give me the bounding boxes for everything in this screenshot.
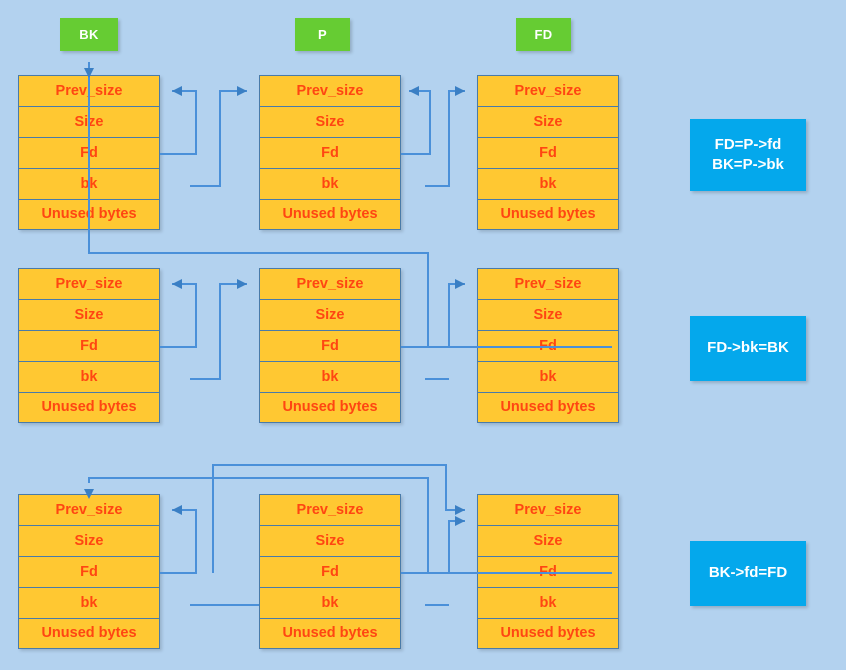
chunk-field-fd: Fd [259,137,401,168]
chunk-field-size: Size [477,106,619,137]
chunk-field-bk: bk [477,168,619,199]
chunk-field-fd: Fd [18,556,160,587]
tag-fd-label: FD [534,27,553,42]
chunk-field-fd: Fd [259,556,401,587]
chunk-field-bk: bk [259,361,401,392]
chunk-field-prev-size: Prev_size [259,75,401,106]
tag-bk-label: BK [79,27,99,42]
tag-fd: FD [516,18,571,51]
note-row1-line-2: BK=P->bk [712,156,784,173]
chunk-field-prev-size: Prev_size [18,75,160,106]
note-row1: FD=P->fd BK=P->bk [690,119,806,191]
chunk-row1-bk: Prev_size Size Fd bk Unused bytes [18,75,160,230]
note-row3: BK->fd=FD [690,541,806,606]
tag-bk: BK [60,18,118,51]
note-row2-line-1: FD->bk=BK [707,339,789,357]
chunk-field-prev-size: Prev_size [259,494,401,525]
chunk-field-unused: Unused bytes [477,618,619,649]
note-row3-line-1: BK->fd=FD [708,564,788,582]
chunk-field-unused: Unused bytes [259,199,401,230]
chunk-field-size: Size [18,299,160,330]
chunk-field-prev-size: Prev_size [477,494,619,525]
chunk-field-prev-size: Prev_size [477,268,619,299]
chunk-row2-fd: Prev_size Size Fd bk Unused bytes [477,268,619,423]
chunk-row3-fd: Prev_size Size Fd bk Unused bytes [477,494,619,649]
note-row1-line-1: FD=P->fd [714,135,782,153]
arrow-row1-p-fd-to-bk [160,86,197,155]
chunk-row1-fd: Prev_size Size Fd bk Unused bytes [477,75,619,230]
note-row2: FD->bk=BK [690,316,806,381]
chunk-field-unused: Unused bytes [18,618,160,649]
chunk-field-size: Size [18,106,160,137]
chunk-field-fd: Fd [477,556,619,587]
arrow-row1-fd-back [401,86,431,155]
tag-p-label: P [318,27,327,42]
chunk-field-size: Size [259,299,401,330]
arrow-row1-p-bk-to-fd-prev [425,86,465,187]
tag-p: P [295,18,350,51]
chunk-field-fd: Fd [477,137,619,168]
arrow-row3-p-to-fd-prev [401,516,465,574]
chunk-field-unused: Unused bytes [18,392,160,423]
chunk-field-unused: Unused bytes [259,618,401,649]
chunk-row3-p: Prev_size Size Fd bk Unused bytes [259,494,401,649]
chunk-field-size: Size [477,299,619,330]
chunk-field-size: Size [477,525,619,556]
chunk-field-bk: bk [477,361,619,392]
chunk-field-size: Size [18,525,160,556]
chunk-field-bk: bk [477,587,619,618]
chunk-field-unused: Unused bytes [18,199,160,230]
chunk-field-unused: Unused bytes [477,392,619,423]
arrow-row1-bk-to-p-prev [190,86,247,187]
chunk-field-bk: bk [18,361,160,392]
arrow-row2-bk-to-p-prev [190,279,247,380]
chunk-field-fd: Fd [18,137,160,168]
chunk-field-unused: Unused bytes [477,199,619,230]
chunk-row2-p: Prev_size Size Fd bk Unused bytes [259,268,401,423]
arrow-row2-p-fd-to-bk [160,279,197,348]
chunk-field-prev-size: Prev_size [18,494,160,525]
chunk-field-size: Size [259,525,401,556]
arrow-row2-p-to-fd-prev [401,279,465,348]
chunk-row1-p: Prev_size Size Fd bk Unused bytes [259,75,401,230]
chunk-field-bk: bk [18,168,160,199]
chunk-field-bk: bk [259,587,401,618]
chunk-field-fd: Fd [259,330,401,361]
chunk-field-prev-size: Prev_size [18,268,160,299]
arrow-row3-p-fd-to-bk [160,505,197,574]
chunk-row2-bk: Prev_size Size Fd bk Unused bytes [18,268,160,423]
chunk-field-size: Size [259,106,401,137]
chunk-field-prev-size: Prev_size [259,268,401,299]
chunk-row3-bk: Prev_size Size Fd bk Unused bytes [18,494,160,649]
chunk-field-unused: Unused bytes [259,392,401,423]
chunk-field-prev-size: Prev_size [477,75,619,106]
chunk-field-fd: Fd [18,330,160,361]
chunk-field-fd: Fd [477,330,619,361]
chunk-field-bk: bk [259,168,401,199]
chunk-field-bk: bk [18,587,160,618]
